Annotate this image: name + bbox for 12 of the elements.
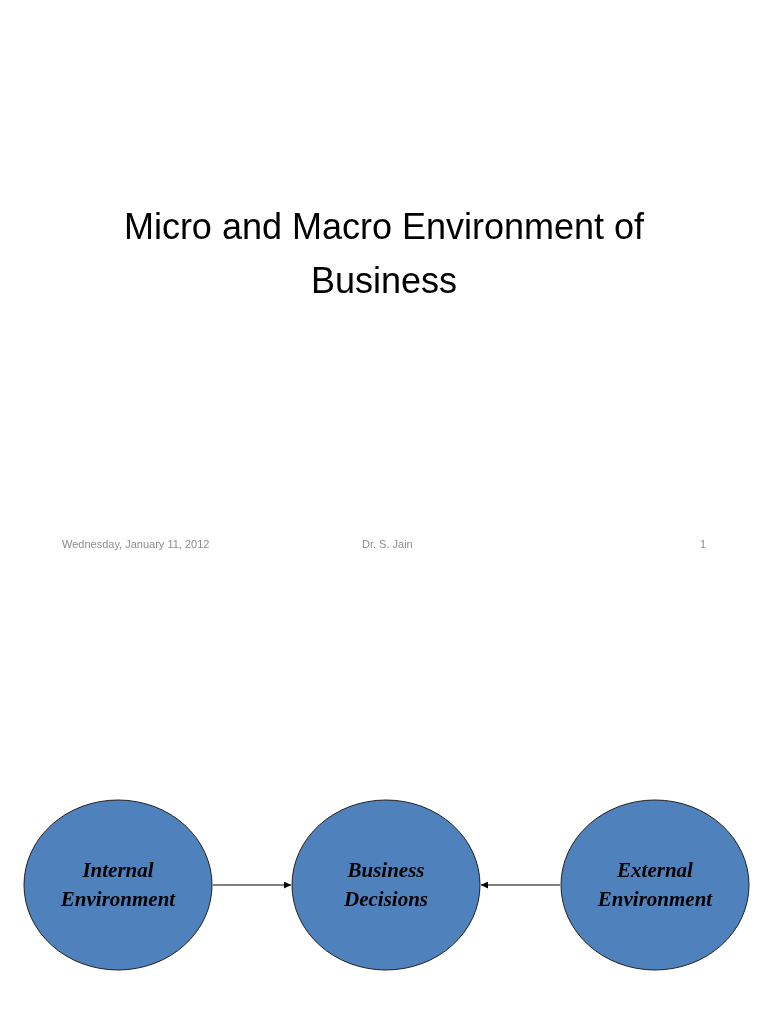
environment-ellipse (560, 799, 750, 971)
node-label: Internal Environment (59, 857, 177, 913)
page-number: 1 (700, 538, 707, 550)
footer-date: Wednesday, January 11, 2012 (62, 538, 210, 550)
environment-ellipse (291, 799, 481, 971)
arrow (480, 881, 561, 889)
node-label: Business Decisions (343, 857, 429, 913)
footer-author: Dr. S. Jain (362, 538, 413, 550)
environment-ellipse (23, 799, 213, 971)
slide-title: Micro and Macro Environment of Business (122, 205, 646, 303)
node-label: External Environment (596, 857, 714, 913)
arrow (212, 881, 292, 889)
